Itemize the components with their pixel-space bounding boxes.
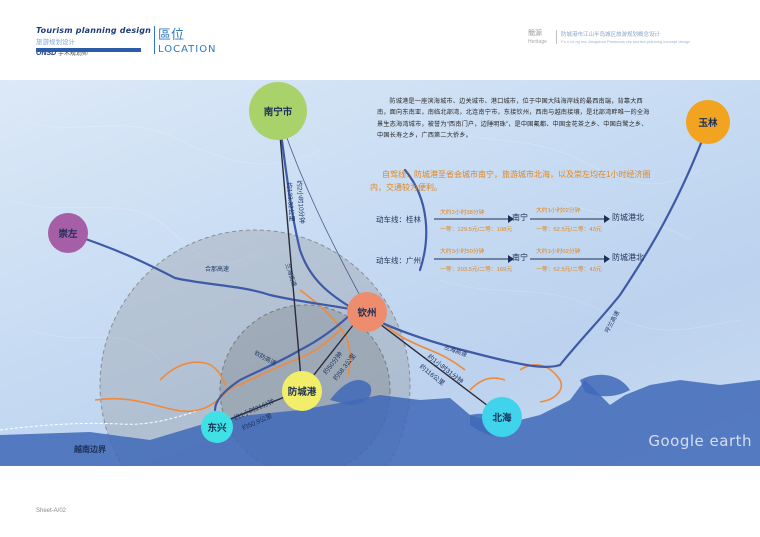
location-description: 防城港是一座滨海城市、边关城市、港口城市，位于中国大陆海岸线的最西南端，背靠大西… (377, 98, 650, 140)
title-divider (154, 26, 155, 54)
page-title-en: LOCATION (158, 44, 217, 55)
city-nanning-marker[interactable]: 南宁市 (249, 82, 307, 140)
sea-area (0, 380, 760, 466)
route-1-label: 动车线：桂林 (376, 215, 421, 224)
city-fangchenggang-label: 防城港 (287, 387, 317, 398)
route-2-mid: 南宁 (512, 253, 528, 262)
project-en: Fa n ch ng ma Jiangshan Peninsula city t… (561, 39, 691, 44)
city-beihai-marker[interactable]: 北海 (482, 397, 522, 437)
route-2-price-1: 一等：203.5元/二等：169元 (440, 267, 513, 273)
route-2-time-2: 大约1小时02分钟 (536, 249, 581, 255)
bay-east (580, 374, 630, 397)
route-1-time-1: 大约2小时38分钟 (440, 210, 485, 216)
brand-logo-text: ONSD (36, 50, 57, 57)
route-2-arrow-1 (434, 255, 514, 263)
vietnam-border-label: 越南边界 (74, 445, 106, 454)
city-nanning-label: 南宁市 (263, 107, 293, 118)
route-2-time-1: 大约3小时50分钟 (440, 249, 485, 255)
border-line (0, 409, 201, 431)
route-2-end: 防城港北 (612, 253, 644, 262)
city-chongzuo-marker[interactable]: 崇左 (48, 213, 88, 253)
route-1-arrow-1 (434, 215, 514, 223)
google-earth-watermark: Google earth (648, 432, 752, 450)
brand-mark: ONSD 宇木规划师 (36, 48, 151, 57)
city-dongxing-label: 东兴 (207, 423, 227, 434)
route-2-label: 动车线：广州 (376, 256, 421, 265)
route-1-price-1: 一等：129.5元/二等：108元 (440, 227, 513, 233)
heritage-en: Heritage (528, 39, 547, 45)
driving-highlight: 自驾线：防城港至省会城市南宁，旅游城市北海，以及崇左均在1小时经济圈内，交通较为… (370, 170, 651, 192)
page-title-cn: 區位 (158, 28, 185, 43)
heritage-cn: 簡源 (528, 30, 542, 37)
brand-subtitle: 旅游规划设计 (36, 39, 75, 46)
page-title-block: 區位 LOCATION (158, 24, 217, 55)
city-qinzhou-marker[interactable]: 钦州 (347, 292, 387, 332)
city-qinzhou-label: 钦州 (357, 308, 377, 319)
route-1-end: 防城港北 (612, 213, 644, 222)
route-1-price-2: 一等：52.5元/二等：43元 (536, 227, 602, 233)
route-1-arrow-2 (530, 215, 610, 223)
city-chongzuo-label: 崇左 (58, 229, 78, 240)
road-hepu-label: 合那高速 (205, 267, 230, 273)
map-canvas (0, 110, 760, 466)
terrain-texture (9, 119, 741, 361)
bay-west (330, 380, 372, 405)
brand-block: Tourism planning design 旅游规划设计 ONSD 宇木规划… (36, 26, 151, 57)
city-yulin-label: 玉林 (698, 118, 718, 129)
brand-mark-cn: 宇木规划师 (57, 51, 88, 57)
brand-accent-bar (36, 48, 141, 52)
city-yulin-marker[interactable]: 玉林 (686, 100, 730, 144)
heritage-block: 簡源 Heritage (528, 28, 547, 45)
brand-title: Tourism planning design (36, 26, 152, 35)
sheet-number: Sheet-A/02 (36, 508, 67, 514)
city-beihai-label: 北海 (492, 413, 512, 424)
local-roads (94, 289, 562, 412)
route-2-price-2: 一等：52.5元/二等：43元 (536, 267, 602, 273)
route-2-arrow-2 (530, 255, 610, 263)
expressways (66, 110, 710, 412)
city-fangchenggang-marker[interactable]: 防城港 (282, 371, 322, 411)
route-1-time-2: 大约1小时02分钟 (536, 208, 581, 214)
location-map: 南宁市 玉林 崇左 钦州 防城港 东兴 北海 合那高速 兰海高速 兰海高速 钦防… (0, 80, 760, 466)
city-dongxing-marker[interactable]: 东兴 (201, 411, 233, 443)
route-1-mid: 南宁 (512, 213, 528, 222)
project-cn: 防城港市江山半岛城区旅游规划概念设计 (561, 32, 661, 38)
project-block: 防城港市江山半岛城区旅游规划概念设计 Fa n ch ng ma Jiangsh… (556, 30, 716, 44)
